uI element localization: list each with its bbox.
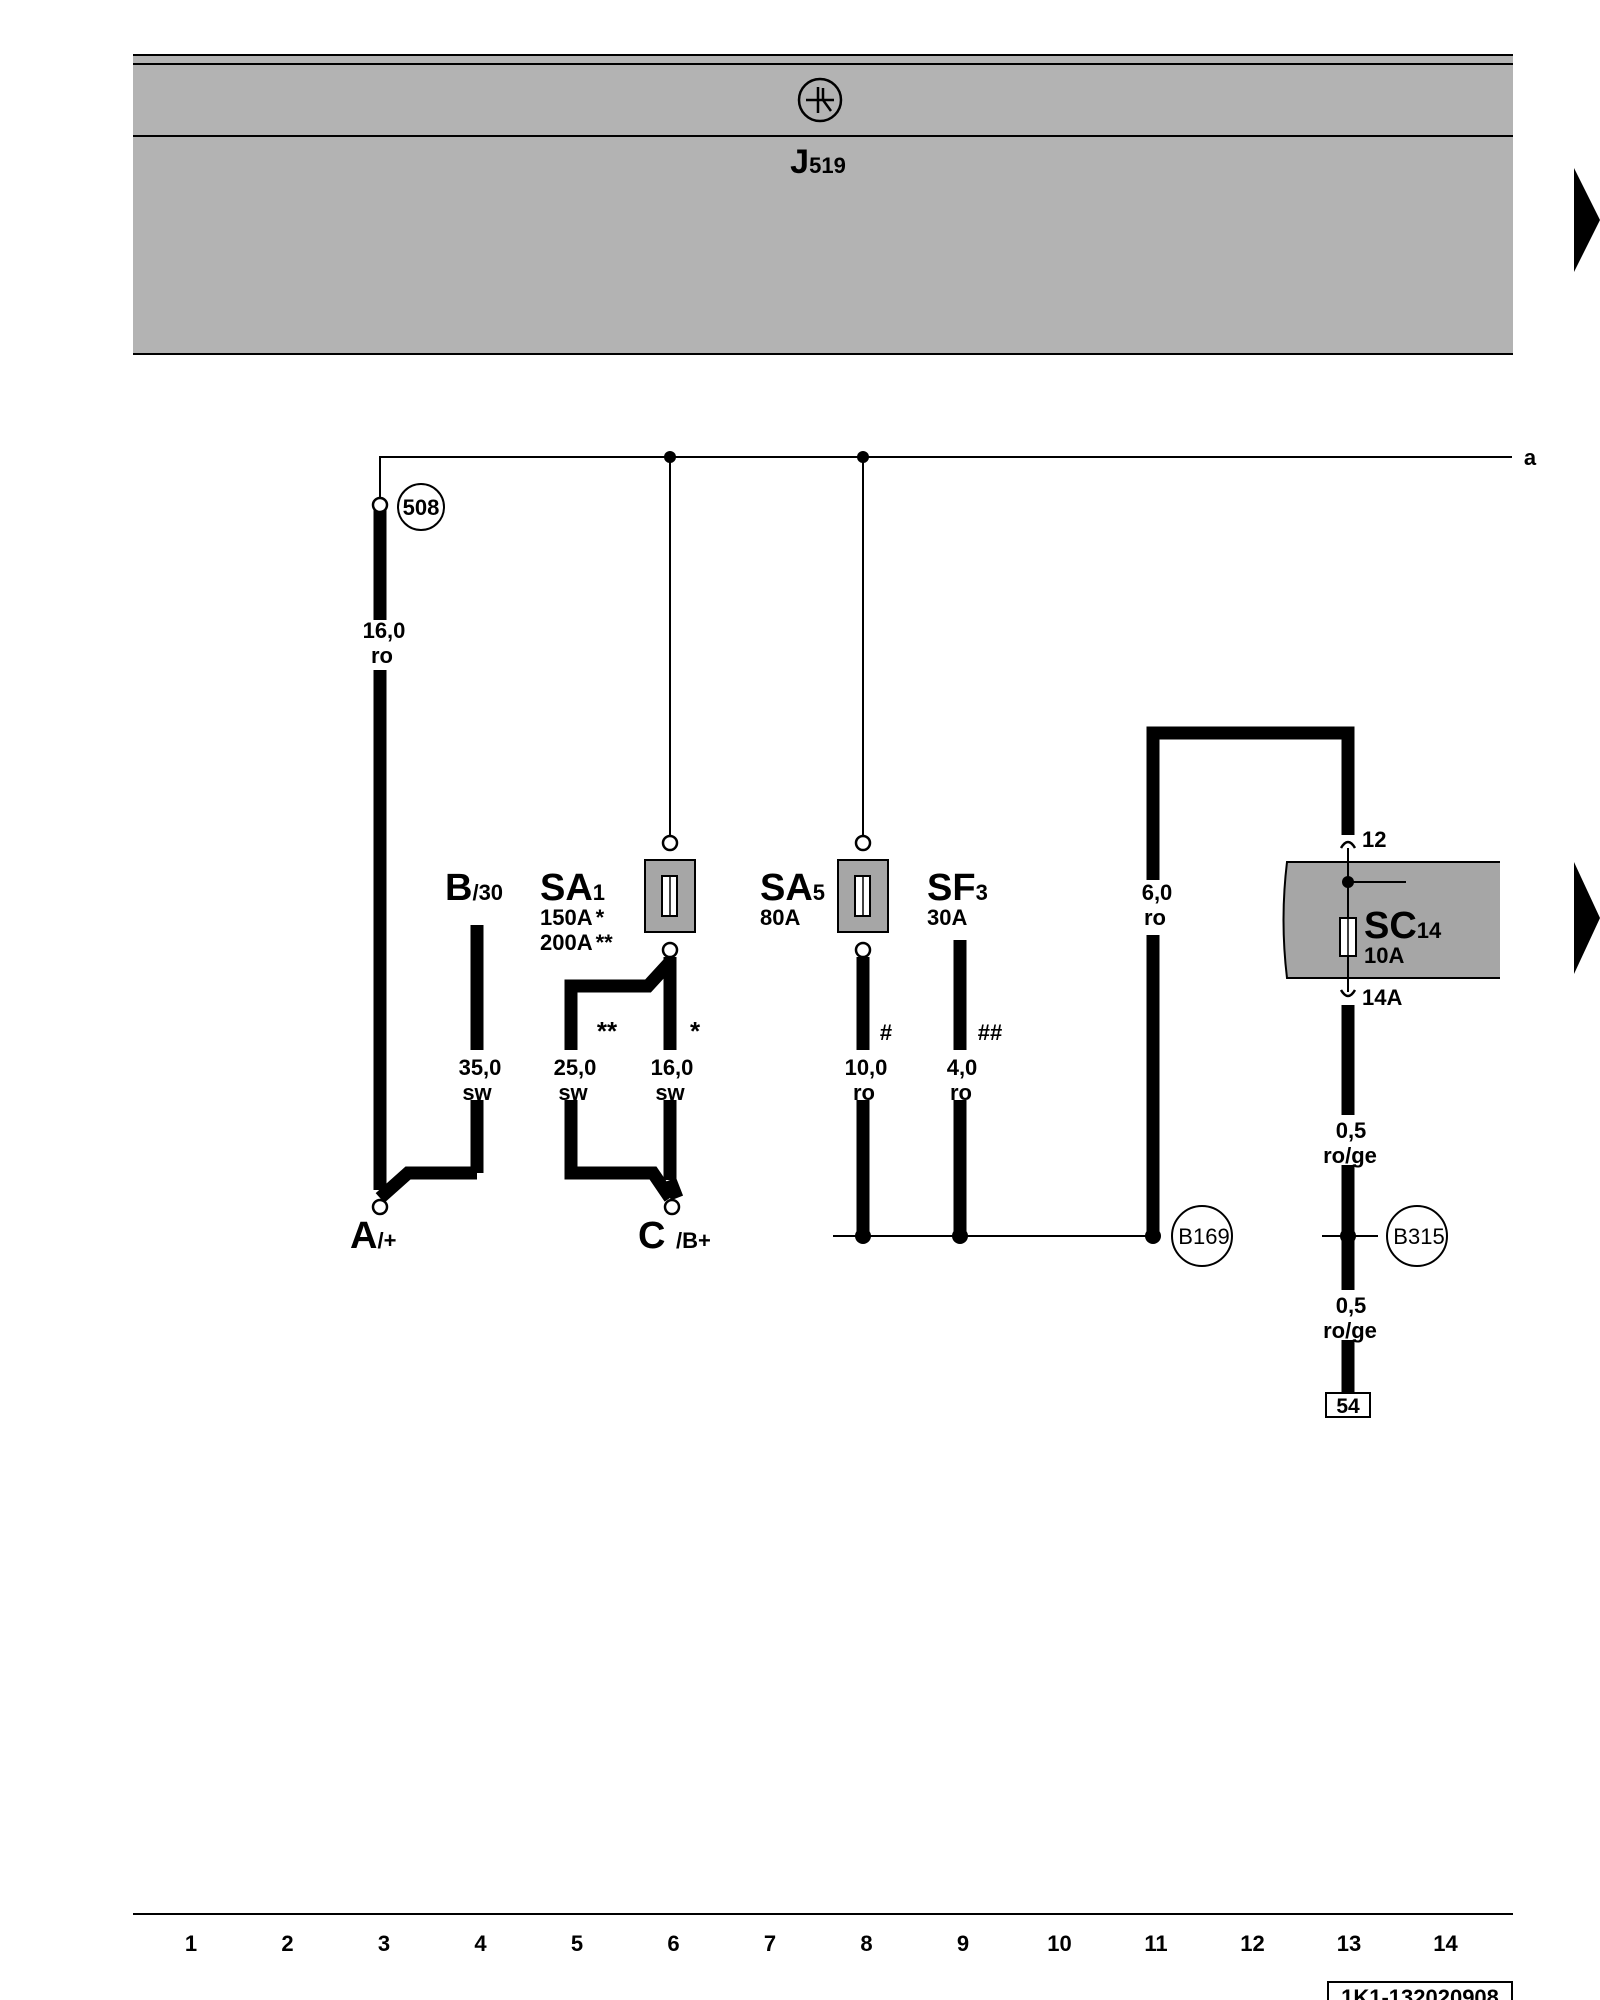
ground-symbol-icon — [797, 77, 843, 123]
page-arrow-right-icon-2[interactable] — [1574, 862, 1600, 974]
wire-sc14-output: B315 0,5 ro/ge 0,5 ro/ge 54 — [1322, 1005, 1448, 1418]
fuse-sf3-rating: 30A — [927, 905, 967, 930]
column-number-13: 13 — [1337, 1931, 1361, 1956]
column-number-14: 14 — [1433, 1931, 1458, 1956]
fuse-sc14-group: 12 14A SC14 10A — [1282, 827, 1514, 1010]
wire-a-group: 508 16,0 ro — [363, 483, 445, 1190]
wire-loop-group: 6,0 ro — [1142, 726, 1355, 1236]
wire-sa1a-color: sw — [655, 1080, 685, 1105]
terminal-c-sub: /B+ — [676, 1228, 711, 1253]
fuse-sc14-main: SC — [1364, 905, 1417, 947]
module-label: J519 — [790, 143, 846, 181]
wire-a-color: ro — [371, 643, 393, 668]
module-main: J — [790, 143, 809, 181]
wire-sf3-color: ro — [950, 1080, 972, 1105]
terminal-a-label: A/+ — [350, 1215, 396, 1257]
column-number-4: 4 — [474, 1931, 487, 1956]
bus-label: a — [1524, 445, 1537, 470]
wire-sc14-gauge-2: 0,5 — [1336, 1293, 1367, 1318]
terminal-c-label: C /B+ — [638, 1215, 711, 1257]
fuse-sa1-rating2: 200A** — [540, 930, 613, 955]
mark-hash2: ## — [978, 1020, 1002, 1045]
doc-id-box — [1327, 1981, 1513, 2000]
column-number-12: 12 — [1240, 1931, 1264, 1956]
wire-loop-gauge: 6,0 — [1142, 880, 1173, 905]
wire-sc14-gauge-1: 0,5 — [1336, 1118, 1367, 1143]
fuse-sf3-label: SF3 — [927, 867, 988, 909]
fuse-sc14-rating: 10A — [1364, 943, 1404, 968]
terminal-b-label: B/30 — [445, 867, 503, 909]
fuse-sc14-sub: 14 — [1417, 918, 1442, 943]
ref-circle-b169 — [1171, 1205, 1233, 1267]
column-number-10: 10 — [1047, 1931, 1071, 1956]
fuse-sa1-main: SA — [540, 867, 593, 909]
sc14-pin-bottom: 14A — [1362, 985, 1402, 1010]
sc14-pin-top: 12 — [1362, 827, 1386, 852]
terminal-b-sub: /30 — [472, 880, 503, 905]
terminal-box-54-label: 54 — [1336, 1395, 1360, 1418]
bottom-bus: B169 — [833, 1205, 1233, 1267]
fuse-sa1-group: SA1 150A* 200A** ** * 25,0 sw 16,0 sw — [540, 834, 701, 1202]
wire-b-color: sw — [462, 1080, 492, 1105]
column-number-6: 6 — [667, 1931, 679, 1956]
mark-hash: # — [880, 1020, 892, 1045]
fuse-sa5-label: SA5 — [760, 867, 825, 909]
terminal-a-sub: /+ — [377, 1228, 396, 1253]
terminal-b-main: B — [445, 867, 472, 909]
wire-sa5-gauge: 10,0 — [845, 1055, 888, 1080]
column-number-7: 7 — [764, 1931, 776, 1956]
column-number-8: 8 — [860, 1931, 872, 1956]
ref-b169-label: B169 — [1178, 1224, 1229, 1249]
ref-508-label: 508 — [403, 495, 440, 520]
top-bus: a — [379, 445, 1537, 843]
terminal-b-group: B/30 35,0 sw — [375, 867, 503, 1203]
header-background — [133, 54, 1513, 354]
terminal-a-main: A — [350, 1215, 377, 1257]
terminal-c-main: C — [638, 1215, 676, 1257]
wire-sc14-color-1: ro/ge — [1323, 1143, 1377, 1168]
fuse-sa5-group: SA5 80A # 10,0 ro — [760, 834, 892, 1236]
page-arrow-right-icon[interactable] — [1574, 168, 1600, 272]
mark-star: * — [690, 1016, 701, 1046]
wire-a-gauge: 16,0 — [363, 618, 406, 643]
header-band: J519 — [133, 54, 1513, 355]
ref-circle-508 — [397, 483, 445, 531]
terminal-box-54 — [1325, 1392, 1371, 1418]
fuse-sf3-main: SF — [927, 867, 976, 909]
fuse-sa1-label: SA1 — [540, 867, 605, 909]
wire-sc14-color-2: ro/ge — [1323, 1318, 1377, 1343]
fuse-sa1-rating1: 150A* — [540, 905, 605, 930]
fuse-sf3-sub: 3 — [976, 880, 988, 905]
fuse-sf3-group: SF3 30A ## 4,0 ro — [927, 867, 1002, 1236]
fuse-sa5-main: SA — [760, 867, 813, 909]
doc-id-label: 1K1-132020908 — [1341, 1985, 1499, 2000]
column-number-3: 3 — [378, 1931, 390, 1956]
fuse-sc14-label: SC14 — [1364, 905, 1442, 947]
column-number-5: 5 — [571, 1931, 583, 1956]
ref-b315-label: B315 — [1393, 1224, 1444, 1249]
wire-sa1b-color: sw — [558, 1080, 588, 1105]
column-number-11: 11 — [1144, 1931, 1167, 1956]
fuse-sa1-sub: 1 — [593, 880, 605, 905]
wire-sa1b-gauge: 25,0 — [554, 1055, 597, 1080]
wire-sa1a-gauge: 16,0 — [651, 1055, 694, 1080]
fuse-sa5-sub: 5 — [813, 880, 825, 905]
column-number-2: 2 — [281, 1931, 293, 1956]
wire-sa5-color: ro — [853, 1080, 875, 1105]
column-number-1: 1 — [185, 1931, 197, 1956]
wire-sf3-gauge: 4,0 — [947, 1055, 978, 1080]
wire-b-gauge: 35,0 — [459, 1055, 502, 1080]
mark-star2: ** — [597, 1016, 618, 1046]
ref-circle-b315 — [1386, 1205, 1448, 1267]
column-number-9: 9 — [957, 1931, 969, 1956]
module-sub: 519 — [809, 153, 846, 178]
fuse-sa5-rating: 80A — [760, 905, 800, 930]
wire-loop-color: ro — [1144, 905, 1166, 930]
